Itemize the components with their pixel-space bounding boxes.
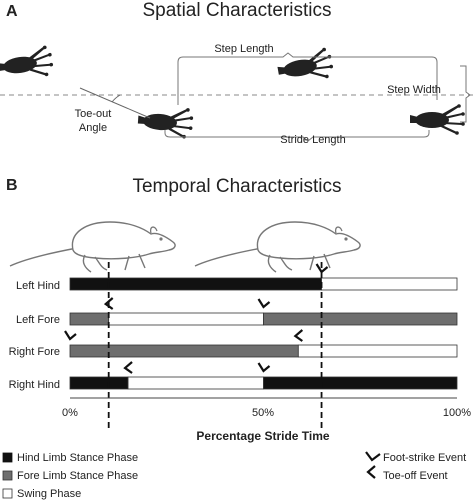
row-label-left-fore: Left Fore [16, 314, 60, 326]
toe-out-arc [111, 94, 121, 103]
toe-out-label-2: Angle [79, 122, 107, 134]
tick-0: 0% [62, 407, 78, 419]
panel-b-letter: B [6, 177, 18, 194]
legend-fore-label: Fore Limb Stance Phase [17, 470, 138, 482]
toe-off-icon [366, 465, 376, 479]
row-label-right-hind: Right Hind [9, 379, 60, 391]
toe-off-marker-left-fore [103, 297, 114, 310]
rat-illustration-1 [9, 221, 176, 273]
toe-out-label-1: Toe-out [75, 108, 112, 120]
legend-swing-label: Swing Phase [17, 488, 81, 500]
rat-illustration-2 [194, 221, 361, 273]
legend-swatch-hind [2, 452, 13, 463]
legend-toe-off-label: Toe-off Event [383, 470, 448, 482]
tick-100: 100% [443, 407, 471, 419]
paw-print-4 [410, 104, 465, 135]
bar-right-fore-fore-stance-0 [69, 344, 299, 358]
bar-right-hind-hind-stance-2 [263, 376, 458, 390]
foot-strike-marker-left-fore [257, 298, 271, 309]
paw-print-1 [0, 44, 55, 83]
reference-lines [107, 262, 323, 428]
foot-strike-marker-right-fore [64, 330, 77, 341]
panel-a-letter: A [6, 3, 18, 20]
step-width-bracket [460, 65, 471, 123]
bar-left-fore-swing-1 [108, 312, 264, 326]
stride-length-bracket [164, 130, 430, 142]
legend-foot-strike-label: Foot-strike Event [383, 452, 466, 464]
panel-a-title: Spatial Characteristics [142, 0, 331, 21]
tick-50: 50% [252, 407, 274, 419]
bar-left-hind-swing-1 [321, 277, 458, 291]
step-length-label: Step Length [214, 43, 273, 55]
legend-swatch-swing [2, 488, 13, 499]
step-length-bracket [177, 52, 438, 105]
toe-off-marker-right-hind [123, 361, 133, 374]
bar-right-fore-swing-1 [297, 344, 458, 358]
x-axis-title: Percentage Stride Time [196, 429, 329, 443]
stride-length-label: Stride Length [280, 134, 345, 146]
toe-off-marker-right-fore [293, 329, 304, 342]
foot-strike-marker-right-hind [257, 362, 271, 373]
row-label-right-fore: Right Fore [9, 346, 60, 358]
legend-swatch-fore [2, 470, 13, 481]
foot-strike-icon [365, 451, 381, 462]
bar-left-fore-fore-stance-2 [263, 312, 458, 326]
panel-b-title: Temporal Characteristics [132, 176, 341, 197]
gait-bars [69, 277, 458, 390]
step-width-label: Step Width [387, 84, 441, 96]
bar-left-hind-hind-stance-0 [69, 277, 322, 291]
paw-print-3 [275, 46, 335, 87]
bar-right-hind-hind-stance-0 [69, 376, 129, 390]
bar-left-fore-fore-stance-0 [69, 312, 110, 326]
toe-out-line [79, 87, 151, 119]
row-label-left-hind: Left Hind [16, 280, 60, 292]
bar-right-hind-swing-1 [127, 376, 264, 390]
legend-hind-label: Hind Limb Stance Phase [17, 452, 138, 464]
